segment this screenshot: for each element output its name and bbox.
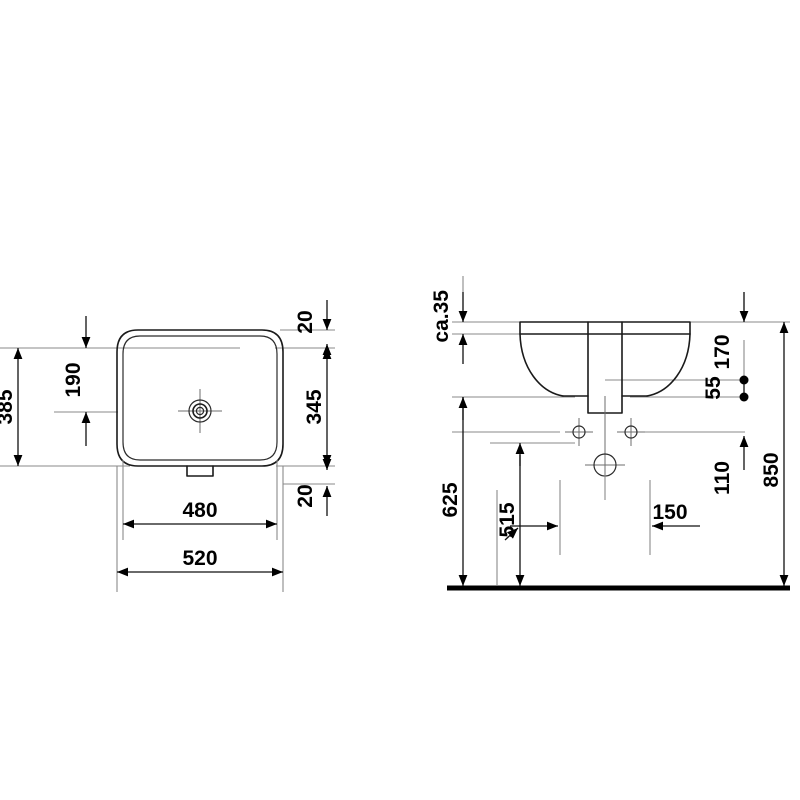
leader-arrow-515	[504, 527, 519, 541]
dim-overall-height-label: 850	[760, 452, 783, 487]
dim-height-basin-underside-label: 625	[439, 482, 462, 517]
dim-rim-width-rear-label: 20	[294, 310, 317, 333]
tap-holes	[565, 418, 645, 446]
dim-overall-width: 520	[117, 547, 283, 577]
dim-basin-width-inner-label: 480	[182, 499, 217, 522]
dim-rim-width-rear: 20	[294, 300, 332, 355]
dim-supply-offset: 150	[504, 501, 700, 541]
dim-height-to-supply-label: 515	[496, 502, 519, 537]
basin-underside-left	[519, 333, 564, 397]
dim-drain-to-waste: 110	[711, 436, 749, 495]
dim-overall-depth: 385	[0, 348, 23, 466]
dim-supply-offset-label: 150	[652, 501, 687, 524]
drain-marker-top-view	[178, 389, 222, 433]
basin-inner-edge	[122, 335, 278, 461]
dim-drain-offset-rear: 190	[62, 316, 91, 446]
dim-overall-height: 850	[760, 322, 789, 586]
dim-height-to-rim-top-label: 170	[711, 334, 734, 369]
overflow-notch	[186, 465, 214, 477]
dim-overall-depth-label: 385	[0, 389, 17, 424]
front-elevation: ca.35 170 55 110 850 625	[430, 276, 790, 591]
dim-overall-width-label: 520	[182, 547, 217, 570]
dim-height-to-rim-top: 170	[711, 292, 749, 370]
dim-tap-hole-spacing-label: 55	[702, 376, 725, 400]
dim-rim-width-front: 20	[294, 459, 332, 516]
dim-basin-depth-inner: 345	[303, 348, 332, 466]
dim-basin-depth-inner-label: 345	[303, 389, 326, 424]
dim-drain-offset-rear-label: 190	[62, 362, 85, 397]
dim-rim-width-front-label: 20	[294, 484, 317, 507]
top-view: 385 190 20 345 20 480	[0, 300, 335, 592]
dim-rim-thickness-label: ca.35	[430, 290, 453, 343]
basin-outer-rim	[116, 329, 284, 467]
dim-rim-thickness: ca.35	[430, 290, 468, 364]
basin-profile	[519, 321, 691, 414]
dim-height-basin-underside: 625	[439, 397, 468, 586]
basin-underside-right	[646, 333, 691, 397]
dim-basin-width-inner: 480	[123, 499, 277, 529]
dim-tap-hole-spacing: 55	[702, 375, 749, 402]
top-view-extension-lines	[0, 329, 335, 485]
dim-drain-to-waste-label: 110	[711, 461, 734, 495]
